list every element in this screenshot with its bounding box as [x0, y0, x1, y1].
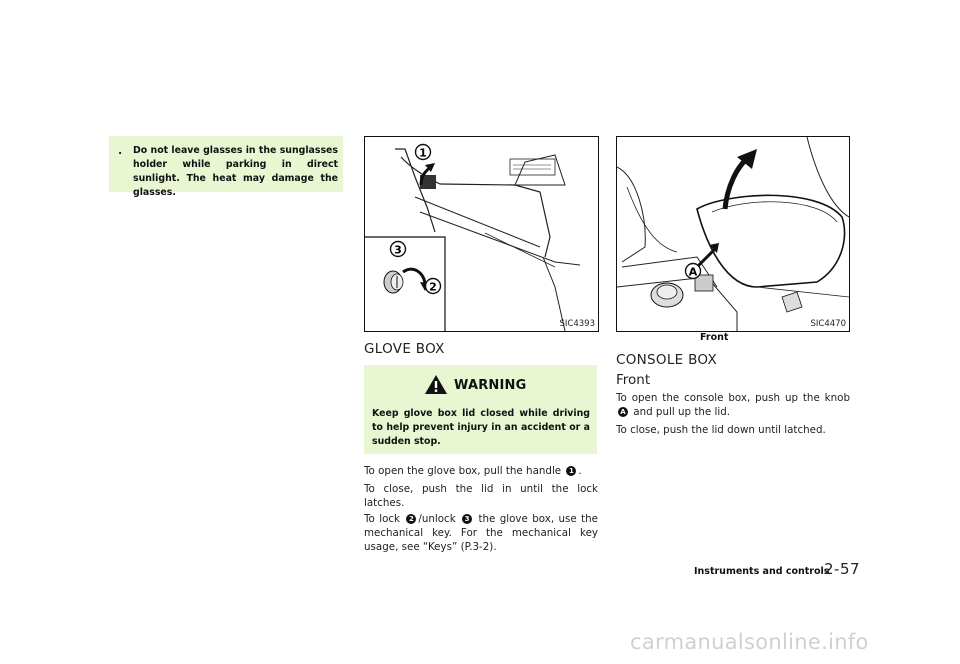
note-text: Do not leave glasses in the sunglasses h…	[133, 145, 338, 198]
glove-close-paragraph: To close, push the lid in until the lock…	[364, 483, 598, 509]
callout-3: 3	[394, 244, 402, 257]
callout-2: 2	[429, 281, 437, 294]
warning-box: WARNING Keep glove box lid closed while …	[364, 365, 597, 454]
glove-open-paragraph: To open the glove box, pull the handle 1…	[364, 464, 598, 478]
text-fragment: To lock	[364, 513, 400, 525]
ref-2-badge: 2	[406, 514, 417, 524]
glove-lock-paragraph: To lock 2/unlock 3 the glove box, use th…	[364, 512, 598, 554]
text-fragment: and pull up the lid.	[633, 406, 731, 418]
watermark: carmanualsonline.info	[630, 630, 869, 654]
glove-box-heading: GLOVE BOX	[364, 341, 445, 357]
note-bullet: .	[118, 144, 123, 157]
text-fragment: /unlock	[418, 513, 456, 525]
warning-triangle-icon	[425, 375, 447, 394]
ref-3-badge: 3	[462, 514, 473, 524]
callout-a: A	[689, 266, 698, 279]
text-fragment: .	[578, 465, 582, 477]
glove-box-illustration: 1 3 2	[365, 143, 581, 331]
console-open-paragraph: To open the console box, push up the kno…	[616, 391, 850, 419]
callout-1: 1	[419, 147, 427, 160]
text-fragment: the glove box, use the mechanical key. F…	[364, 513, 598, 553]
console-box-heading: CONSOLE BOX	[616, 352, 718, 368]
figure-code: SIC4393	[559, 319, 595, 329]
warning-text: Keep glove box lid closed while driving …	[372, 408, 590, 447]
ref-1-badge: 1	[566, 466, 577, 476]
console-box-figure: A SIC4470	[616, 136, 850, 332]
ref-a-badge: A	[618, 407, 628, 417]
text-fragment: To open the glove box, pull the handle	[364, 465, 562, 477]
console-box-illustration: A	[617, 137, 849, 331]
console-front-subheading: Front	[616, 372, 651, 388]
console-close-paragraph: To close, push the lid down until latche…	[616, 424, 826, 436]
figure-code: SIC4470	[810, 319, 846, 329]
glove-box-figure: 1 3 2 SIC4393	[364, 136, 599, 332]
text-fragment: To open the console box, push up the kno…	[616, 392, 850, 404]
sunglasses-note: . Do not leave glasses in the sunglasses…	[109, 136, 343, 198]
page-number: 2-57	[824, 560, 861, 578]
warning-label: WARNING	[454, 378, 527, 393]
figure-caption: Front	[700, 332, 729, 343]
footer-section-title: Instruments and controls	[694, 566, 830, 577]
warning-header: WARNING	[424, 374, 544, 396]
